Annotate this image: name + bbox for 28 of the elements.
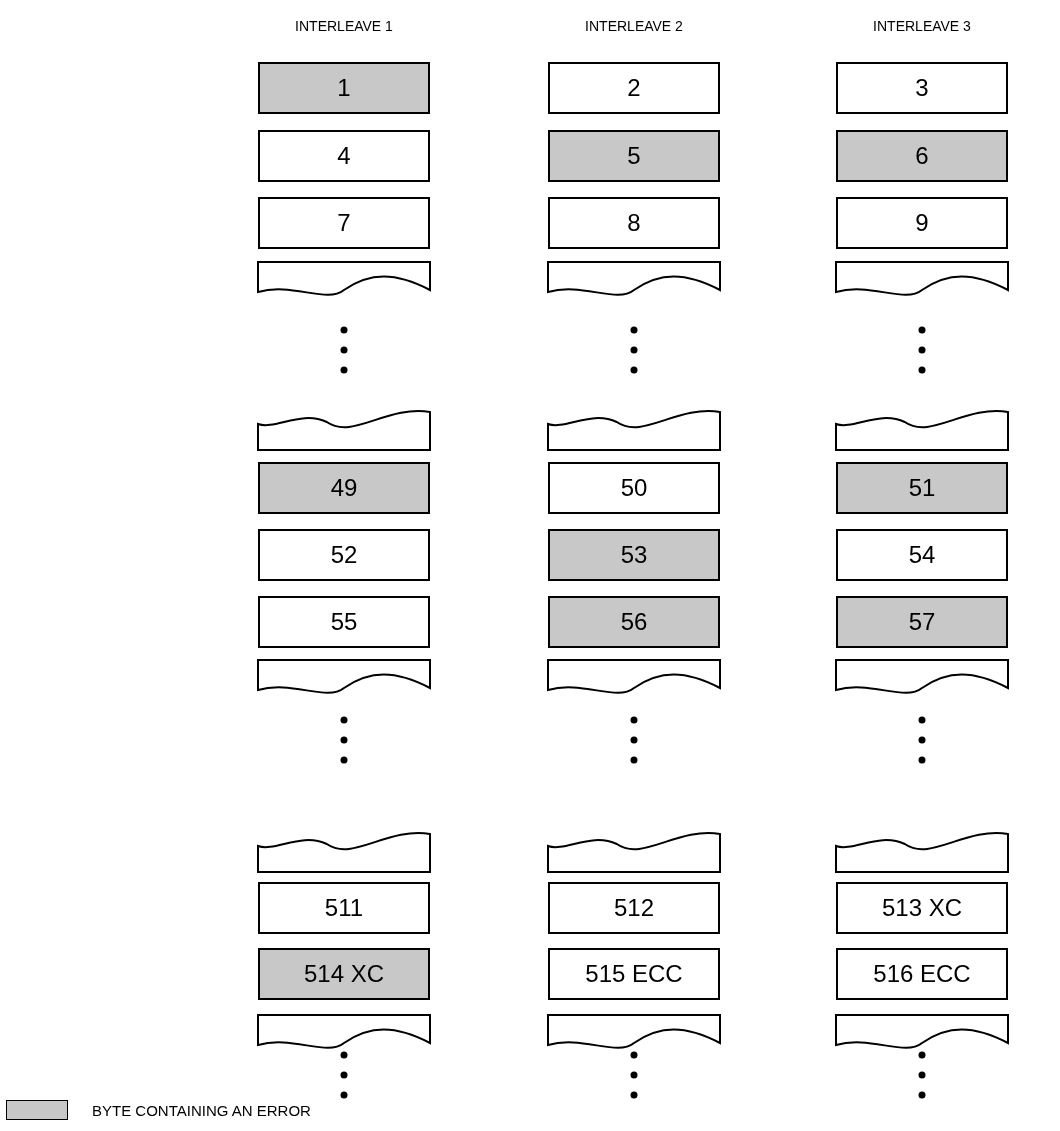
byte-box: 515 ECC xyxy=(548,948,720,1000)
byte-box: 2 xyxy=(548,62,720,114)
error-byte-box: 6 xyxy=(836,130,1008,182)
error-byte-box: 514 XC xyxy=(258,948,430,1000)
error-byte-box: 5 xyxy=(548,130,720,182)
column-heading: INTERLEAVE 3 xyxy=(872,18,972,34)
byte-box: 8 xyxy=(548,197,720,249)
error-byte-box: 1 xyxy=(258,62,430,114)
byte-box: 516 ECC xyxy=(836,948,1008,1000)
byte-box: 9 xyxy=(836,197,1008,249)
column-heading: INTERLEAVE 1 xyxy=(294,18,394,34)
byte-box: 52 xyxy=(258,529,430,581)
byte-box: 7 xyxy=(258,197,430,249)
byte-box: 4 xyxy=(258,130,430,182)
column-heading: INTERLEAVE 2 xyxy=(584,18,684,34)
byte-box: 513 XC xyxy=(836,882,1008,934)
legend-label: BYTE CONTAINING AN ERROR xyxy=(92,1102,311,1119)
byte-box: 54 xyxy=(836,529,1008,581)
byte-box: 512 xyxy=(548,882,720,934)
error-byte-box: 56 xyxy=(548,596,720,648)
error-byte-box: 49 xyxy=(258,462,430,514)
byte-box: 55 xyxy=(258,596,430,648)
byte-box: 3 xyxy=(836,62,1008,114)
error-byte-box: 57 xyxy=(836,596,1008,648)
error-byte-box: 53 xyxy=(548,529,720,581)
byte-box: 511 xyxy=(258,882,430,934)
byte-box: 50 xyxy=(548,462,720,514)
error-byte-box: 51 xyxy=(836,462,1008,514)
